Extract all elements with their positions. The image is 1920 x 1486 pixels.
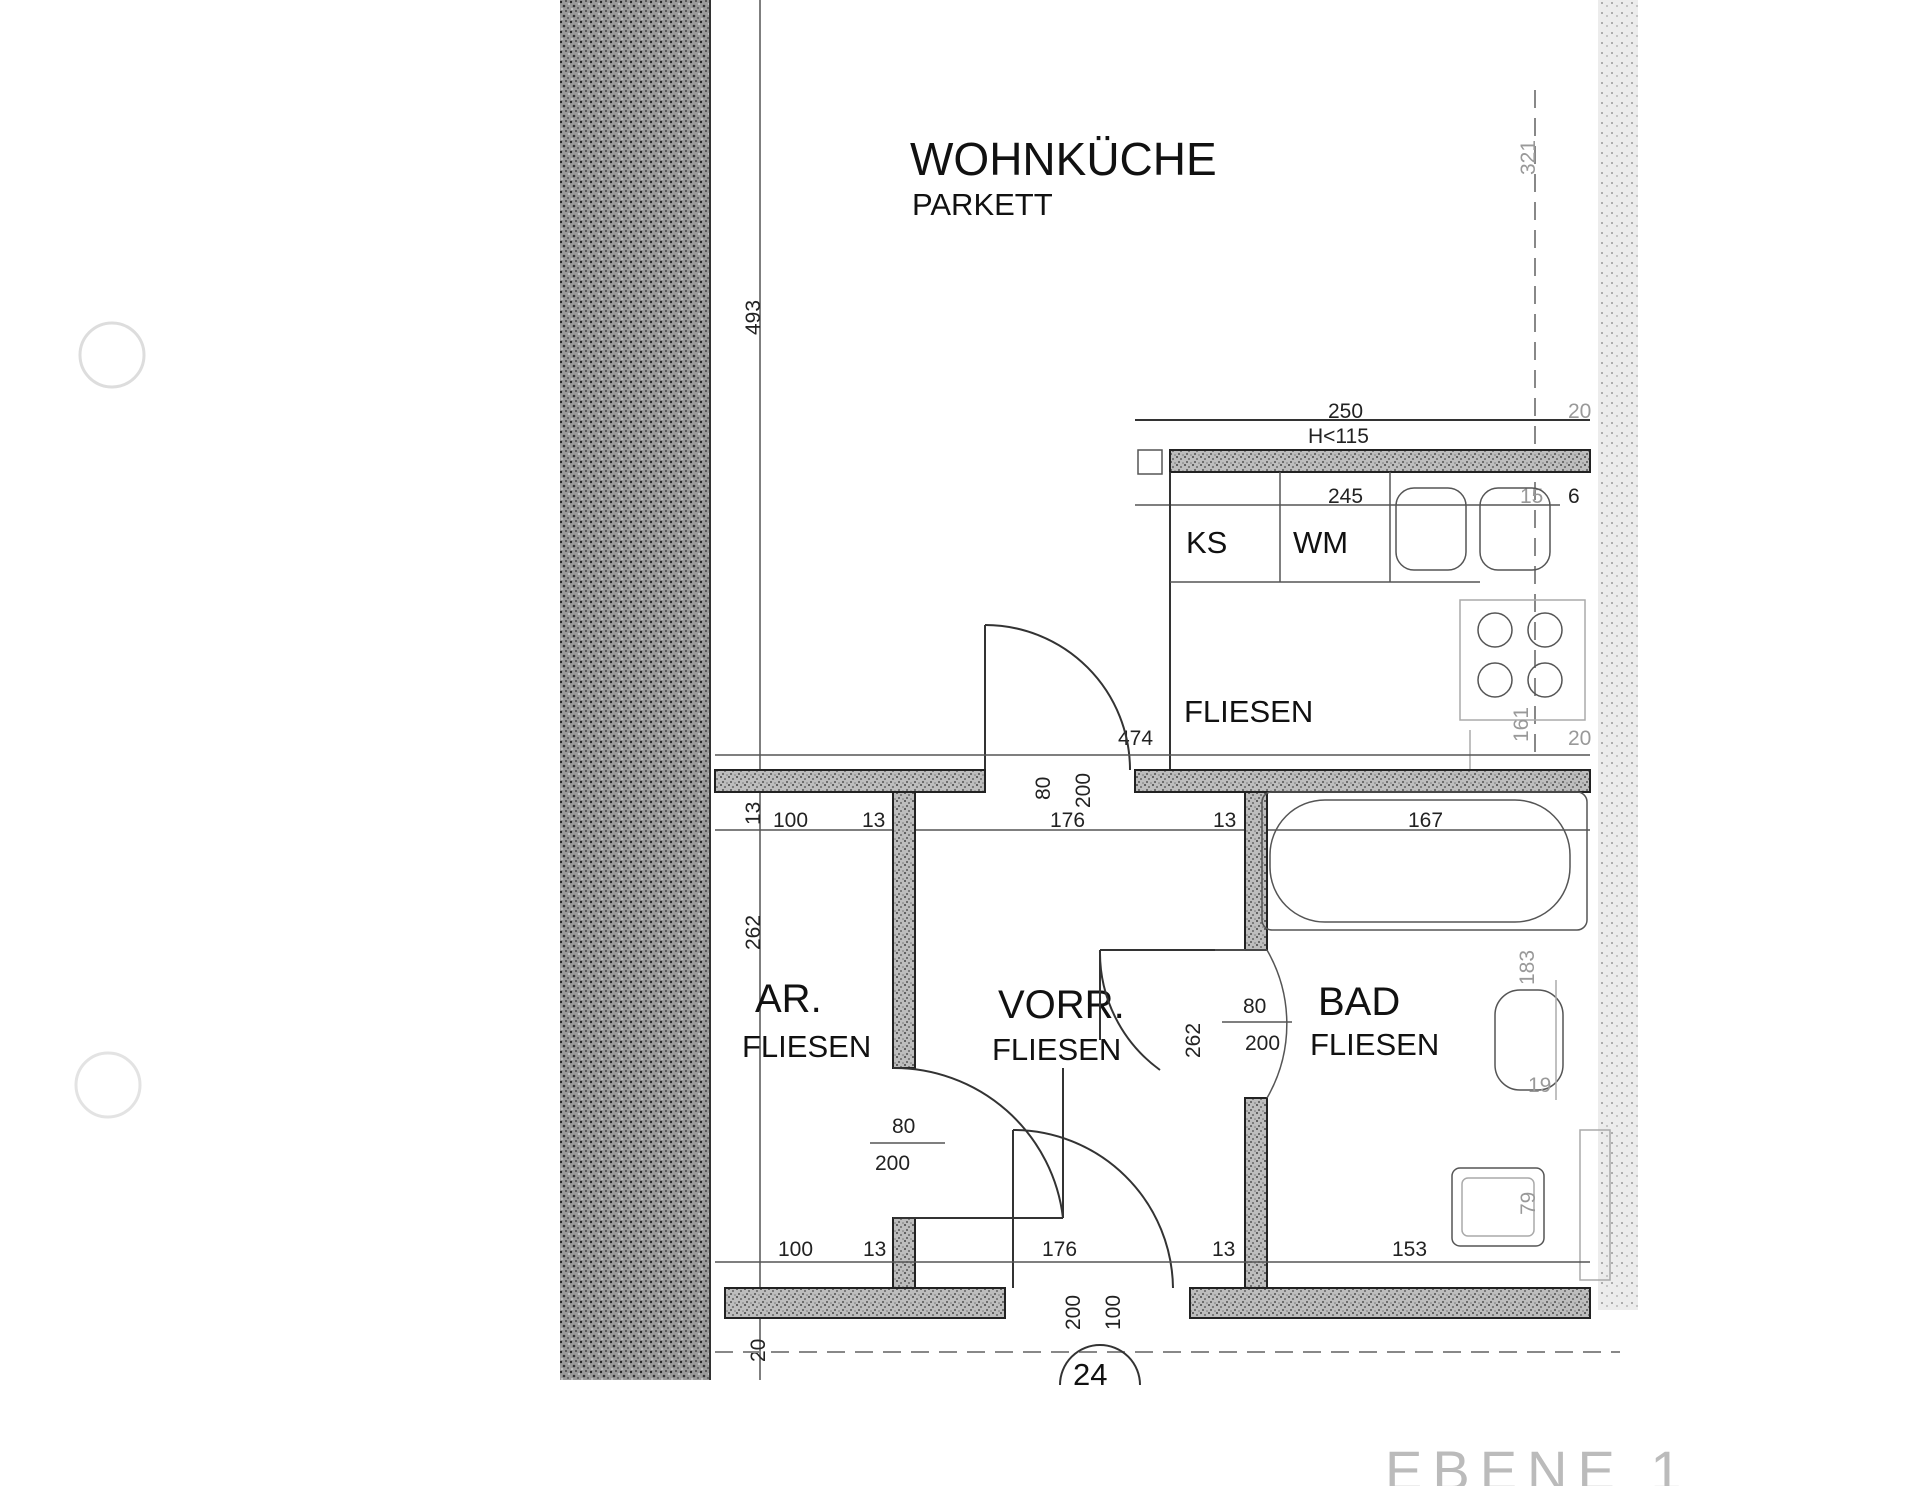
outer-wall-right <box>1598 0 1638 1310</box>
dim-262-vorr: 262 <box>1182 1023 1205 1058</box>
room-name-vorr: VORR. <box>998 983 1125 1027</box>
entry-height: 200 <box>1062 1295 1085 1330</box>
wall-mid-left <box>714 769 986 793</box>
dim-h115: H<115 <box>1308 425 1369 448</box>
door-ar-width: 80 <box>892 1115 915 1138</box>
dim-153: 153 <box>1392 1238 1427 1261</box>
toilet <box>1494 989 1564 1091</box>
dim-100-bottom: 100 <box>778 1238 813 1261</box>
wall-ar-vorr-top <box>892 791 916 1069</box>
appliance-ks: KS <box>1186 525 1227 560</box>
bathtub <box>1269 799 1571 923</box>
punch-hole-top <box>78 321 146 389</box>
punch-hole-bottom <box>74 1051 142 1119</box>
dim-13-e: 13 <box>1212 1238 1235 1261</box>
room-name-bad: BAD <box>1318 980 1400 1024</box>
door1-height: 200 <box>1072 773 1095 808</box>
wall-ar-vorr-bottom <box>892 1217 916 1289</box>
dim-13-c: 13 <box>1213 809 1236 832</box>
dim-6: 6 <box>1568 485 1580 508</box>
wall-bottom-right <box>1189 1287 1591 1319</box>
dim-20-mid: 20 <box>1568 727 1591 750</box>
dim-245: 245 <box>1328 485 1363 508</box>
door-ar-height: 200 <box>875 1152 910 1175</box>
dim-13-d: 13 <box>863 1238 886 1261</box>
appliance-wm: WM <box>1293 525 1348 560</box>
room-floor-bad: FLIESEN <box>1310 1027 1439 1062</box>
kitchen-floor: FLIESEN <box>1184 694 1313 729</box>
room-floor-vorr: FLIESEN <box>992 1032 1121 1067</box>
dim-20-top: 20 <box>1568 400 1591 423</box>
dim-19: 19 <box>1528 1074 1551 1097</box>
wall-vorr-bad-bottom <box>1244 1097 1268 1289</box>
dim-161: 161 <box>1510 707 1533 742</box>
dim-176-top: 176 <box>1050 809 1085 832</box>
room-floor-wohnkueche: PARKETT <box>912 187 1053 222</box>
dim-262-ar: 262 <box>742 915 765 950</box>
sink-left <box>1395 487 1467 571</box>
dim-15: 15 <box>1520 485 1543 508</box>
wall-mid-right <box>1134 769 1591 793</box>
dim-79: 79 <box>1517 1192 1540 1215</box>
door-bad-width: 80 <box>1243 995 1266 1018</box>
stair-number: 24 <box>1073 1357 1107 1392</box>
dim-20-bottom: 20 <box>747 1339 770 1362</box>
dim-13-b: 13 <box>862 809 885 832</box>
sink-right <box>1479 487 1551 571</box>
dim-100-top: 100 <box>773 809 808 832</box>
dim-13-a: 13 <box>742 802 765 825</box>
dim-176-bottom: 176 <box>1042 1238 1077 1261</box>
dim-321: 321 <box>1517 140 1540 175</box>
wall-bottom-left <box>724 1287 1006 1319</box>
door1-width: 80 <box>1032 777 1055 800</box>
room-name-wohnkueche: WOHNKÜCHE <box>910 133 1217 185</box>
footer-text: EBENE 1 <box>1385 1439 1692 1486</box>
dim-167: 167 <box>1408 809 1443 832</box>
washbasin <box>1451 1167 1545 1247</box>
entry-width: 100 <box>1102 1295 1125 1330</box>
room-name-ar: AR. <box>755 977 822 1021</box>
dim-183: 183 <box>1516 950 1539 985</box>
dim-474: 474 <box>1118 727 1153 750</box>
dim-250: 250 <box>1328 400 1363 423</box>
stove <box>1459 599 1586 721</box>
dim-493: 493 <box>742 300 765 335</box>
room-floor-ar: FLIESEN <box>742 1029 871 1064</box>
outer-wall-left <box>560 0 710 1380</box>
kitchen-wall-top <box>1169 449 1591 473</box>
door-bad-height: 200 <box>1245 1032 1280 1055</box>
